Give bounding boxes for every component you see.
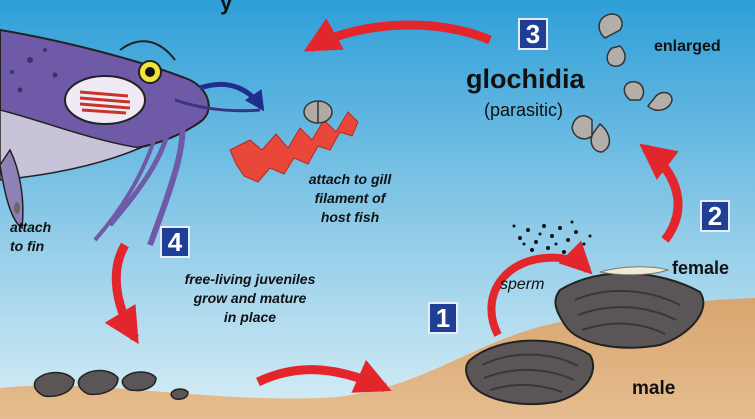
enlarged-label: enlarged [654,38,721,56]
parasitic-label: (parasitic) [484,100,563,121]
title-fragment: y [220,0,232,16]
juveniles-label-line-1: free-living juveniles [150,270,350,289]
gill-label-line-2: filament of [288,189,412,208]
gill-label-line-3: host fish [288,208,412,227]
juveniles-label: free-living juveniles grow and mature in… [150,270,350,327]
fin-label-line-2: to fin [10,237,80,256]
fin-label: attach to fin [10,218,80,256]
step-2-badge: 2 [700,200,730,232]
juveniles-label-line-2: grow and mature [150,289,350,308]
male-label: male [632,378,675,400]
sperm-label: sperm [500,276,544,294]
gill-label-line-1: attach to gill [288,170,412,189]
step-3-badge: 3 [518,18,548,50]
male-mussel [466,341,593,404]
female-label: female [672,258,729,279]
step-4-badge: 4 [160,226,190,258]
gill-label: attach to gill filament of host fish [288,170,412,227]
step-1-badge: 1 [428,302,458,334]
glochidia-label: glochidia [466,64,585,95]
juveniles-label-line-3: in place [150,308,350,327]
fin-label-line-1: attach [10,218,80,237]
